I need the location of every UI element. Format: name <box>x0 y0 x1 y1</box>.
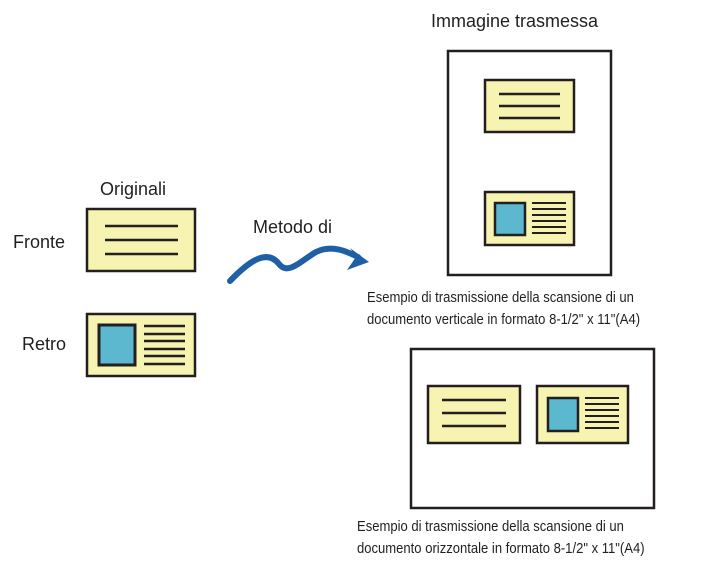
front-label: Fronte <box>13 232 66 252</box>
vertical-caption-line2: documento verticale in formato 8-1/2" x … <box>367 312 641 328</box>
transmitted-heading: Immagine trasmessa <box>431 11 599 31</box>
originals-heading: Originali <box>100 179 167 199</box>
vertical-caption-line1: Esempio di trasmissione della scansione … <box>367 290 634 306</box>
vertical-page <box>446 49 613 277</box>
front-card-icon <box>85 207 197 273</box>
back-card-icon <box>85 312 197 378</box>
method-label: Metodo di <box>253 217 333 237</box>
horizontal-caption-line2: documento orizzontale in formato 8-1/2" … <box>357 541 645 557</box>
horizontal-page <box>409 347 656 510</box>
back-label: Retro <box>22 334 67 354</box>
horizontal-caption-line1: Esempio di trasmissione della scansione … <box>357 519 624 535</box>
curved-arrow-icon <box>227 245 369 284</box>
